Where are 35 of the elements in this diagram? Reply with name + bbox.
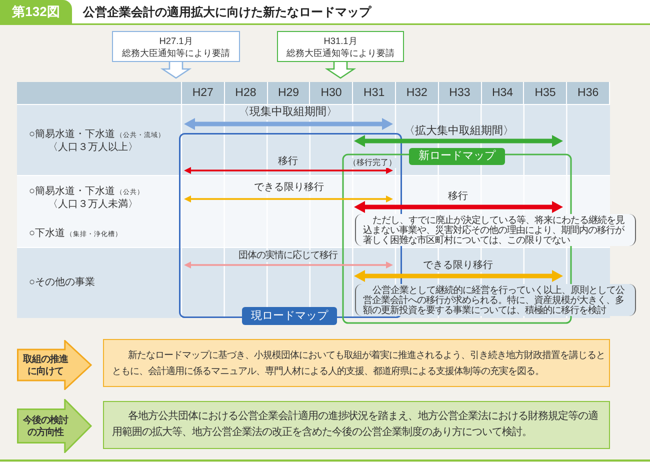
row-label: ○簡易水道・下水道 [29, 128, 116, 142]
block-arrow [160, 61, 192, 79]
year-header-cell: H32 [396, 82, 438, 104]
year-header-cell: H33 [438, 82, 481, 104]
year-header-cell: H35 [524, 82, 566, 104]
year-header-cell: H30 [310, 82, 352, 104]
figure-title: 公営企業会計の適用拡大に向けた新たなロードマップ [83, 4, 371, 20]
callout-box: H31.1月 総務大臣通知等により要請 [277, 31, 404, 62]
bracketed-note: ただし、すでに廃止が決定している等、将来にわたる継続を見込まない事業や、災害対応その他の理由により、期間内の移行が著しく困難な市区町村については、この限りでない [355, 214, 636, 246]
roadmap-tag: 現ロードマップ [242, 307, 337, 325]
text-panel: 各地方公共団体における公営企業会計適用の進捗状況を踏まえ、地方公営企業法における財務規定等の適用範囲の拡大等、地方公営企業法の改正を含めた今後の公営企業制度のあり方について検討。 [103, 401, 610, 449]
arrow-label: 団体の実情に応じて移行 [238, 250, 338, 262]
row-label: 〈人口３万人未満〉 [48, 199, 138, 211]
text-panel: 新たなロードマップに基づき、小規模団体においても取組が着実に推進されるよう、引き続き地方財政措置を講じるとともに、会計適用に係るマニュアル、専門人材による人的支援、都道府県による支援体制等の充実を図る。 [103, 339, 610, 387]
year-header-cell: H31 [353, 82, 395, 104]
row-label: ○簡易水道・下水道 [29, 185, 116, 198]
arrow-banner: 今後の検討の方向性 [17, 399, 93, 453]
block-arrow [324, 61, 356, 79]
arrow-label: できる限り移行 [253, 182, 325, 194]
year-header-cell: H28 [224, 82, 267, 104]
arrow-banner: 取組の推進に向けて [17, 340, 93, 390]
arrow-label: 移行 [277, 156, 299, 168]
year-header-cell: H36 [567, 82, 609, 104]
row-label: 〈人口３万人以上〉 [48, 142, 138, 154]
year-header-cell: H34 [482, 82, 524, 104]
year-header-cell: H29 [268, 82, 310, 104]
row-label: ○その他の事業 [29, 277, 96, 289]
arrow-label: できる限り移行 [422, 260, 494, 272]
arrow-label: 移行 [447, 191, 469, 203]
roadmap-tag: 新ロードマップ [409, 148, 505, 165]
callout-box: H27.1月 総務大臣通知等により要請 [112, 31, 240, 62]
bracketed-note: 公営企業として継続的に経営を行っていく以上、原則として公営企業会計への移行が求められる。特に、資産規模が大きく、多額の更新投資を要する事業については、積極的に移行を検討 [355, 284, 636, 316]
figure-number-tab: 第132図 [0, 0, 72, 24]
year-header-cell: H27 [182, 82, 224, 104]
row-label: ○下水道 [29, 227, 66, 241]
